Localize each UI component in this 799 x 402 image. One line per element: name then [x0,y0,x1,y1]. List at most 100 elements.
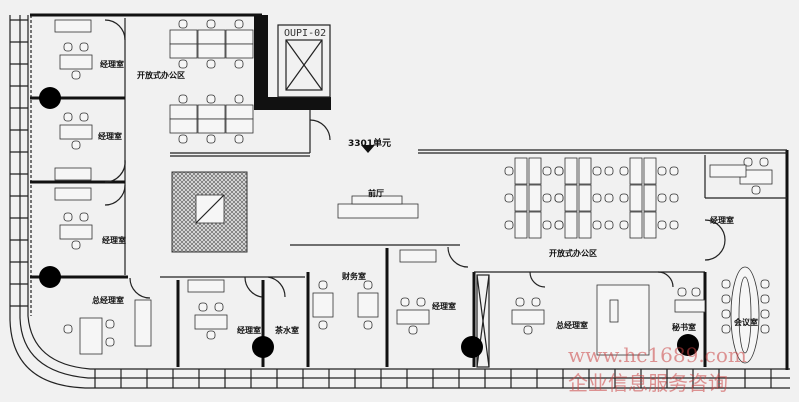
chair [515,297,525,307]
chair [721,309,731,319]
desk [674,299,706,313]
chair [71,240,81,250]
desk [79,317,103,355]
desk [197,43,226,59]
chair [657,220,667,230]
desk [528,184,542,212]
chair [504,193,514,203]
chair [760,294,770,304]
room-label-manager: 经理室 [102,235,126,245]
room-label-secretary: 秘书室 [672,322,696,332]
chair [79,212,89,222]
chair [206,19,216,29]
watermark-text: 企业信息服务咨询 [568,371,728,395]
chair [408,325,418,335]
chair [760,279,770,289]
desk [169,104,198,120]
chair [531,297,541,307]
desk [578,184,592,212]
desk [564,157,578,185]
chair [759,157,769,167]
desk [511,309,545,325]
chair [542,220,552,230]
chair [178,94,188,104]
desk [59,224,93,240]
chair [206,330,216,340]
room-label-open-office: 开放式办公区 [137,70,185,80]
unit-label: 3301单元 [348,137,391,149]
chair [669,220,679,230]
chair [105,337,115,347]
lounge-rug [596,284,650,356]
chair [669,166,679,176]
chair [691,287,701,297]
chair [234,19,244,29]
chair [592,166,602,176]
chair [657,166,667,176]
desk [225,43,254,59]
chair [542,166,552,176]
desk [225,29,254,45]
desk [194,314,228,330]
chair [504,166,514,176]
chair [619,166,629,176]
left-window-strip [9,15,790,389]
desk [528,211,542,239]
elevator-car [285,39,323,91]
chair [619,220,629,230]
chair [234,94,244,104]
desk [197,118,226,134]
chair [677,287,687,297]
chair [178,134,188,144]
chair [604,193,614,203]
chair [318,320,328,330]
desk [54,187,92,201]
chair [178,59,188,69]
chair [63,42,73,52]
chair [105,319,115,329]
desk [629,211,643,239]
room-label-gm-office: 总经理室 [556,320,588,330]
desk [59,124,93,140]
desk [357,292,379,318]
room-label-manager: 经理室 [98,131,122,141]
chair [504,220,514,230]
chair [604,220,614,230]
desk [59,54,93,70]
room-label-manager: 经理室 [100,59,124,69]
desk [564,184,578,212]
desk [169,43,198,59]
desk [312,292,334,318]
chair [619,193,629,203]
room-label-lobby: 前厅 [368,188,384,198]
chair [206,134,216,144]
chair [721,324,731,334]
desk [54,167,92,181]
desk [225,118,254,134]
chair [71,70,81,80]
entrance-arrow-icon [361,145,375,153]
chair [63,324,73,334]
elevator-label: OUPI-02 [284,28,326,39]
desk [514,157,528,185]
desk [629,184,643,212]
desk [399,249,437,263]
desk [578,157,592,185]
chair [604,166,614,176]
chair [669,193,679,203]
chair [542,193,552,203]
room-label-manager: 经理室 [432,301,456,311]
elevator-shaft [277,24,331,98]
chair [63,112,73,122]
desk [169,29,198,45]
desk [396,309,430,325]
desk [564,211,578,239]
chair [198,302,208,312]
desk [197,104,226,120]
room-label-meeting: 会议室 [734,317,758,327]
chair [363,320,373,330]
core-wall [254,15,268,107]
desk [643,157,657,185]
room-label-pantry: 茶水室 [274,325,299,335]
